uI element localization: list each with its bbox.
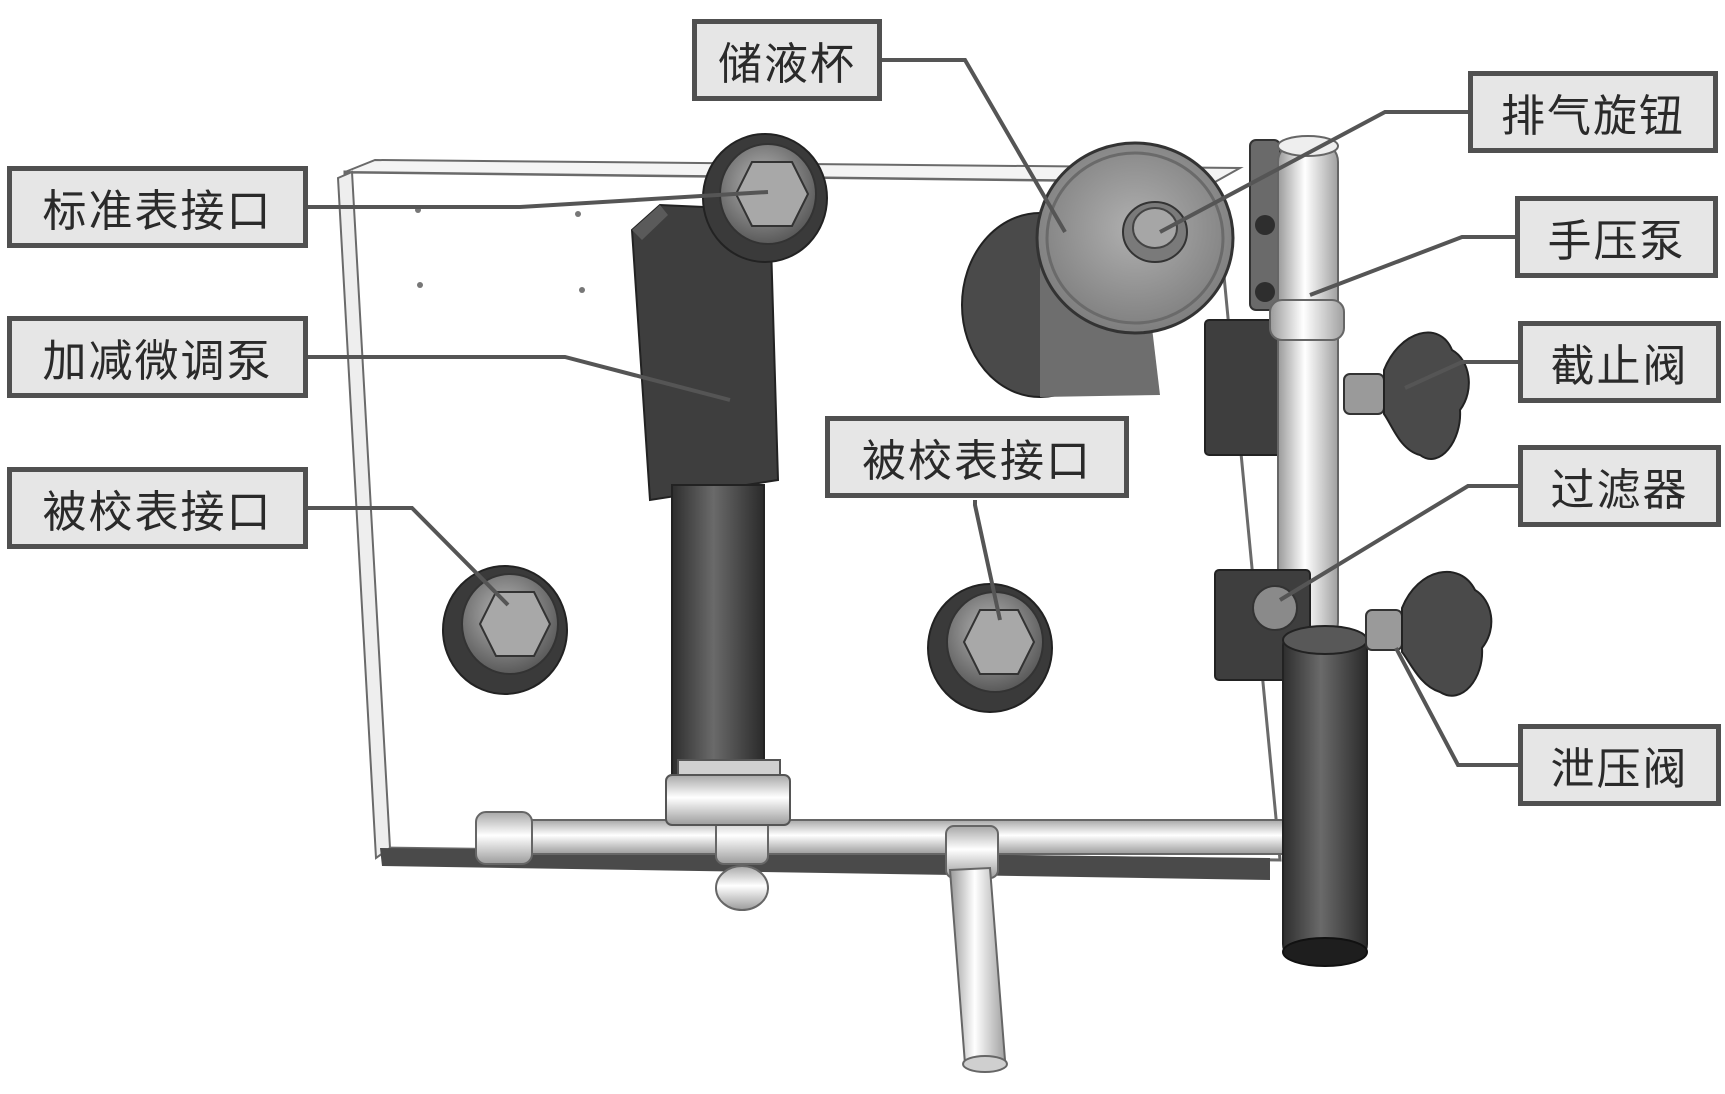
callout-shutoff-valve: 截止阀 [1518,321,1721,403]
callout-hand-pump: 手压泵 [1515,196,1718,278]
callout-center-test-gauge-port: 被校表接口 [825,416,1129,498]
callout-relief-valve: 泄压阀 [1518,724,1721,806]
callout-standard-gauge-port: 标准表接口 [7,166,308,248]
leader-reservoir-cup [882,58,1067,234]
callout-reservoir-cup: 储液杯 [692,19,882,101]
callout-left-test-gauge-port: 被校表接口 [7,467,308,549]
leader-hand-pump [1309,235,1515,297]
leader-lines [308,58,1518,767]
leader-fine-adjust-pump [308,355,731,402]
reservoir-cup-body [961,141,1235,398]
bottom-pipe-assembly [475,811,1299,1073]
leader-left-test-port [308,506,510,607]
shutoff-valve-knob [1343,331,1470,460]
center-test-gauge-port-fitting [927,583,1053,713]
leader-vent-knob [1159,110,1468,234]
callout-filter: 过滤器 [1518,445,1721,527]
fine-adjust-pump-body [630,203,791,826]
callout-fine-adjust-pump: 加减微调泵 [7,316,308,398]
leader-shutoff-valve [1404,360,1518,390]
leader-filter [1278,484,1518,602]
leader-center-test-port [973,500,1002,621]
leader-relief-valve [1394,647,1518,767]
standard-gauge-port-fitting [702,133,828,263]
relief-valve-knob [1365,571,1493,697]
left-test-gauge-port-fitting [442,565,568,695]
leader-standard-gauge-port [308,190,769,209]
callout-vent-knob: 排气旋钮 [1468,71,1718,153]
